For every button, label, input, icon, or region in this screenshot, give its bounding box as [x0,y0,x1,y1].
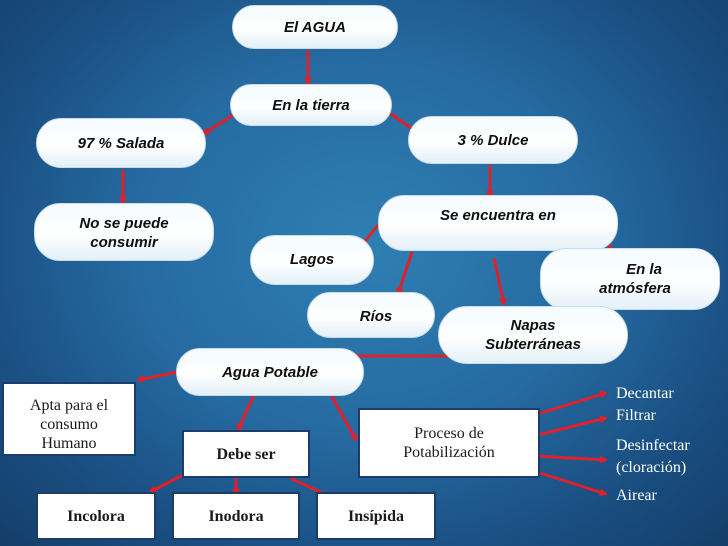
node-incolora-label: Incolora [67,507,125,525]
node-napas: Napas Subterráneas [438,306,628,364]
node-napas-line2: Subterráneas [485,336,581,353]
node-rios-label: Ríos [359,308,393,325]
step-cloracion: (cloración) [616,459,687,476]
step-filtrar: Filtrar [616,407,656,424]
node-dulce: 3 % Dulce [408,116,578,164]
arrow-potable-apta [136,370,179,383]
node-agua-potable: Agua Potable [176,348,364,396]
node-proceso-line1: Proceso de [414,425,484,442]
node-apta: Apta para el consumo Humano [2,382,136,456]
node-insipida-label: Insípida [347,507,405,525]
node-proceso-line2: Potabilización [403,444,495,461]
node-insipida: Insípida [316,492,436,540]
arrow-potable-proceso [328,392,358,442]
node-atmosfera-line2: atmósfera [599,280,671,297]
node-dulce-label: 3 % Dulce [457,131,529,149]
node-lagos-label: Lagos [289,251,335,268]
step-airear: Airear [616,487,657,504]
step-decantar: Decantar [616,385,674,402]
node-rios: Ríos [307,292,435,338]
arrow-debe-incolora [148,473,184,494]
node-el-agua: El AGUA [232,5,398,49]
node-atmosfera: En la atmósfera [540,248,720,310]
node-en-la-tierra: En la tierra [230,84,392,126]
arrow-se-rios [396,251,414,296]
node-incolora: Incolora [36,492,156,540]
node-apta-line1: Apta para el [29,397,109,414]
node-debe-ser-label: Debe ser [216,445,276,463]
node-lagos: Lagos [250,235,374,285]
step-desinfectar: Desinfectar [616,437,690,454]
node-apta-line2: consumo [40,416,98,433]
node-se-encuentra: Se encuentra en [378,195,618,251]
arrow-se-napas [492,257,507,306]
node-no-se-puede-line2: consumir [90,234,158,251]
node-no-se-puede: No se puede consumir [34,203,214,261]
node-no-se-puede-line1: No se puede [79,215,169,232]
node-atmosfera-line1: En la [626,261,662,278]
node-apta-line3: Humano [41,435,97,452]
node-proceso: Proceso de Potabilización [358,408,540,478]
node-salada-label: 97 % Salada [77,134,165,152]
node-agua-potable-label: Agua Potable [222,363,318,381]
node-el-agua-label: El AGUA [284,18,346,36]
node-inodora-label: Inodora [208,507,264,525]
node-napas-line1: Napas [510,317,556,334]
node-salada: 97 % Salada [36,118,206,168]
node-se-encuentra-label: Se encuentra en [440,207,556,224]
node-debe-ser: Debe ser [182,430,310,478]
arrow-potable-debe [236,392,257,432]
node-en-la-tierra-label: En la tierra [272,96,350,114]
node-inodora: Inodora [172,492,300,540]
